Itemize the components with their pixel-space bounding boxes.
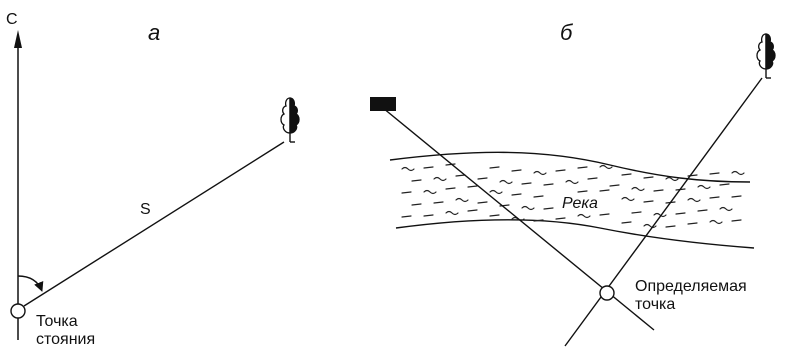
water-wave-mark (434, 178, 446, 181)
building-landmark-icon (370, 97, 396, 111)
point-label-line2: точка (635, 296, 675, 313)
water-wave-mark (468, 210, 477, 211)
water-wave-mark (622, 198, 634, 201)
panel-b: б Река Определяемая точка (370, 20, 775, 346)
water-wave-mark (456, 199, 468, 202)
direction-line (24, 142, 284, 306)
water-wave-mark (644, 177, 653, 178)
water-wave-mark (424, 167, 433, 168)
water-wave-mark (566, 181, 578, 184)
water-wave-mark (468, 186, 477, 187)
water-wave-mark (710, 197, 719, 198)
station-label-line2: стояния (36, 331, 95, 348)
station-point (11, 304, 25, 318)
water-wave-mark (622, 222, 631, 223)
water-wave-mark (478, 202, 487, 203)
water-wave-mark (698, 186, 710, 189)
azimuth-arc (18, 276, 42, 291)
water-wave-mark (710, 221, 722, 224)
north-label: С (6, 11, 18, 28)
water-wave-mark (402, 168, 414, 171)
north-arrow-icon (14, 30, 22, 48)
water-wave-mark (534, 196, 543, 197)
water-wave-mark (720, 208, 732, 211)
water-wave-mark (556, 218, 565, 219)
water-wave-mark (534, 172, 546, 175)
water-wave-mark (632, 212, 641, 213)
water-wave-mark (732, 196, 741, 197)
river-label: Река (562, 195, 598, 212)
water-wave-mark (490, 167, 499, 168)
panel-a: а С S Точка стояния (6, 11, 299, 348)
water-wave-mark (544, 208, 553, 209)
water-wave-mark (588, 178, 597, 179)
water-wave-mark (478, 178, 487, 179)
water-wave-mark (434, 202, 443, 203)
water-wave-mark (578, 191, 587, 192)
tree-landmark-icon (757, 34, 775, 78)
water-wave-mark (500, 181, 512, 184)
water-wave-mark (402, 192, 411, 193)
water-wave-mark (490, 215, 499, 216)
water-wave-mark (732, 172, 744, 175)
water-wave-mark (556, 170, 565, 171)
water-wave-mark (446, 188, 455, 189)
water-wave-mark (610, 185, 619, 186)
water-wave-mark (632, 188, 644, 191)
water-wave-mark (424, 215, 433, 216)
water-wave-mark (412, 180, 421, 181)
water-wave-mark (522, 207, 534, 210)
panel-a-label: а (148, 20, 160, 45)
water-wave-mark (698, 210, 707, 211)
water-wave-mark (600, 214, 609, 215)
water-wave-mark (456, 175, 465, 176)
panel-b-label: б (560, 20, 574, 45)
water-wave-mark (688, 199, 700, 202)
water-wave-mark (522, 183, 531, 184)
water-wave-mark (446, 212, 458, 215)
water-wave-mark (644, 201, 653, 202)
water-wave-mark (578, 167, 587, 168)
water-wave-mark (490, 191, 502, 194)
water-wave-mark (732, 220, 741, 221)
river-bank-bottom (396, 220, 754, 248)
water-wave-mark (720, 184, 729, 185)
point-label-line1: Определяемая (635, 278, 747, 295)
water-wave-mark (666, 226, 675, 227)
station-label-line1: Точка (36, 313, 78, 330)
water-wave-mark (710, 173, 719, 174)
water-wave-mark (402, 216, 411, 217)
tree-landmark-icon (281, 98, 299, 142)
water-wave-mark (622, 174, 631, 175)
water-wave-mark (412, 204, 421, 205)
water-wave-mark (654, 190, 663, 191)
water-wave-mark (512, 170, 521, 171)
water-wave-mark (600, 190, 609, 191)
water-wave-mark (544, 184, 553, 185)
water-wave-mark (676, 213, 685, 214)
water-wave-mark (600, 166, 612, 169)
water-wave-mark (578, 215, 590, 218)
determined-point (600, 286, 614, 300)
water-wave-mark (424, 191, 436, 194)
distance-label: S (140, 201, 151, 218)
water-wave-mark (688, 223, 697, 224)
water-wave-mark (512, 194, 521, 195)
